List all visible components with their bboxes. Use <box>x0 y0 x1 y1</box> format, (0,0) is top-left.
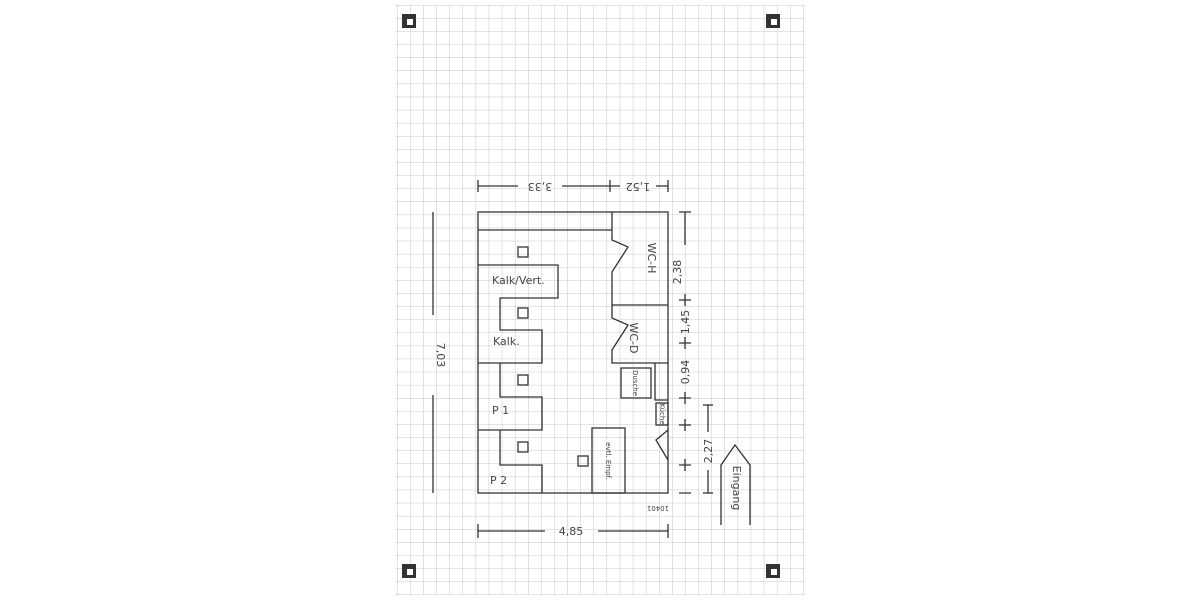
dim-left: 7,03 <box>434 343 447 368</box>
room-kalk: Kalk. <box>493 335 520 348</box>
dim-right-1: 2,38 <box>671 260 684 285</box>
room-dusche: Dusche <box>631 370 639 396</box>
room-p1: P 1 <box>492 404 509 417</box>
walls <box>477 211 669 494</box>
door-note: 10401 <box>647 504 669 512</box>
dim-right-2: 1,45 <box>679 310 692 335</box>
grid-paper <box>395 5 805 595</box>
room-kalk-vert: Kalk/Vert. <box>492 274 545 287</box>
dim-top-right: 1,52 <box>626 180 651 193</box>
dimension-lines <box>432 180 713 538</box>
room-empfang: evtl. Empf. <box>604 442 612 479</box>
room-wc-h: WC-H <box>645 243 658 274</box>
entrance-arrow-icon <box>720 443 751 525</box>
room-p2: P 2 <box>490 474 507 487</box>
dim-top-left: 3,33 <box>528 180 553 193</box>
room-kueche: Küche <box>658 403 666 424</box>
dim-bottom: 4,85 <box>559 525 584 538</box>
corner-marker-icon <box>402 14 780 578</box>
dim-right-4: 2,27 <box>702 439 715 464</box>
room-wc-d: WC-D <box>627 323 640 354</box>
entrance-label: Eingang <box>730 466 743 511</box>
dim-right-3: 0,94 <box>679 360 692 385</box>
